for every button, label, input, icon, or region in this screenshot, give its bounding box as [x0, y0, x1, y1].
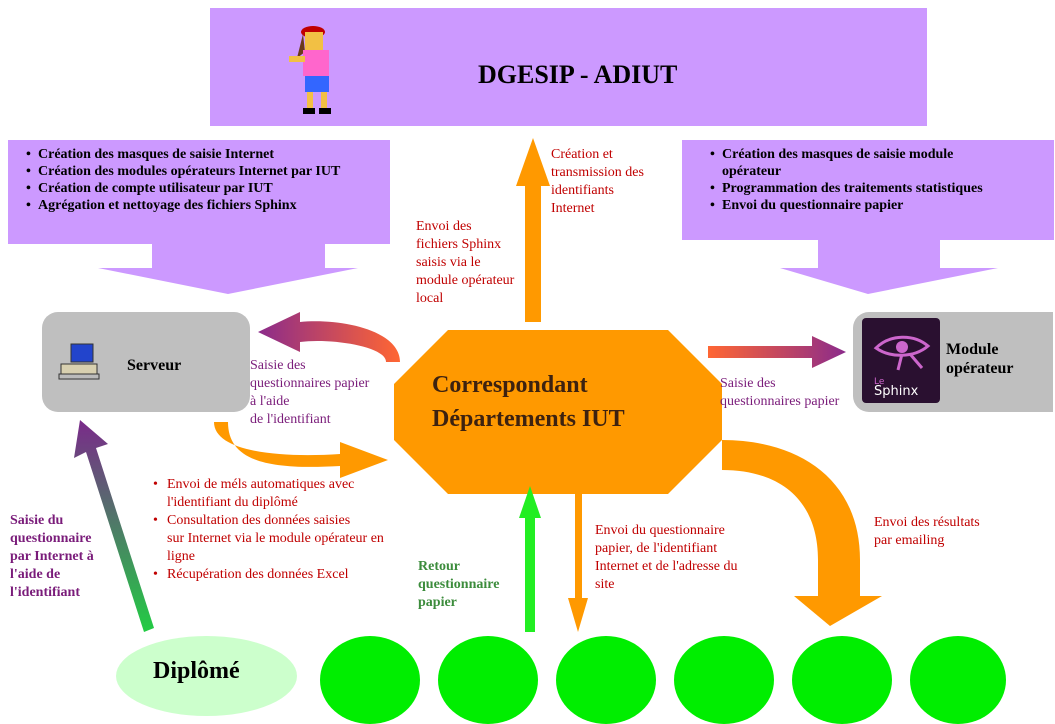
arrow-down-questionnaire [568, 486, 588, 632]
annotation-saisie-papier-right: Saisie des questionnaires papier [720, 376, 840, 409]
module-label: Module opérateur [946, 341, 1014, 377]
arrow-diplome-server [74, 420, 154, 632]
center-octagon [394, 330, 722, 494]
list-item: Création de compte utilisateur par IUT [26, 180, 376, 197]
server-label: Serveur [127, 357, 182, 374]
annotation-envoi-resultats: Envoi des résultats par emailing [874, 515, 980, 548]
logo-text: Sphinx [874, 384, 919, 399]
annotation-retour: Retour questionnaire papier [418, 559, 500, 610]
annotation-creation-transmission: Création et transmission des identifiant… [551, 147, 644, 216]
arrow-up-retour [519, 486, 541, 632]
arrow-to-server [258, 312, 400, 362]
right-task-list: Création des masques de saisie module op… [710, 146, 1000, 214]
mascot-icon [289, 26, 331, 114]
arrow-to-module [708, 336, 846, 368]
logo-text-le: Le [874, 377, 885, 387]
department-circle [910, 636, 1006, 724]
list-item: Programmation des traitements statistiqu… [710, 180, 1000, 197]
annotation-saisie-internet: Saisie du questionnaire par Internet à l… [10, 513, 94, 600]
department-circle [674, 636, 774, 724]
list-item: Création des modules opérateurs Internet… [26, 163, 376, 180]
center-node-label: Correspondant Départements IUT [432, 372, 625, 432]
department-circle [438, 636, 538, 724]
list-item: Envoi du questionnaire papier [710, 197, 1000, 214]
annotation-envoi-questionnaire: Envoi du questionnaire papier, de l'iden… [595, 523, 738, 592]
title-banner [210, 8, 927, 126]
diplome-label: Diplômé [153, 658, 240, 684]
diplome-node [116, 636, 297, 716]
annotation-envoi-fichiers: Envoi des fichiers Sphinx saisis via le … [416, 219, 515, 306]
arrow-results [722, 440, 882, 626]
list-item: Récupération des données Excel [153, 566, 393, 584]
annotation-saisie-papier-left: Saisie des questionnaires papier à l'aid… [250, 358, 370, 427]
list-item: Envoi de méls automatiques avecl'identif… [153, 476, 393, 512]
arrow-from-server [214, 422, 388, 478]
department-circle [792, 636, 892, 724]
list-item: Création des masques de saisie module op… [710, 146, 1000, 180]
sphinx-logo-icon: Le Sphinx [862, 318, 940, 403]
left-task-list: Création des masques de saisie Internet … [26, 146, 376, 214]
diagram-title: DGESIP - ADIUT [478, 60, 678, 89]
department-circle [320, 636, 420, 724]
list-item: Création des masques de saisie Internet [26, 146, 376, 163]
arrow-up-dgesip [516, 138, 550, 322]
annotation-red-list: Envoi de méls automatiques avecl'identif… [153, 476, 393, 584]
list-item: Agrégation et nettoyage des fichiers Sph… [26, 197, 376, 214]
department-circle [556, 636, 656, 724]
computer-icon [58, 343, 100, 380]
